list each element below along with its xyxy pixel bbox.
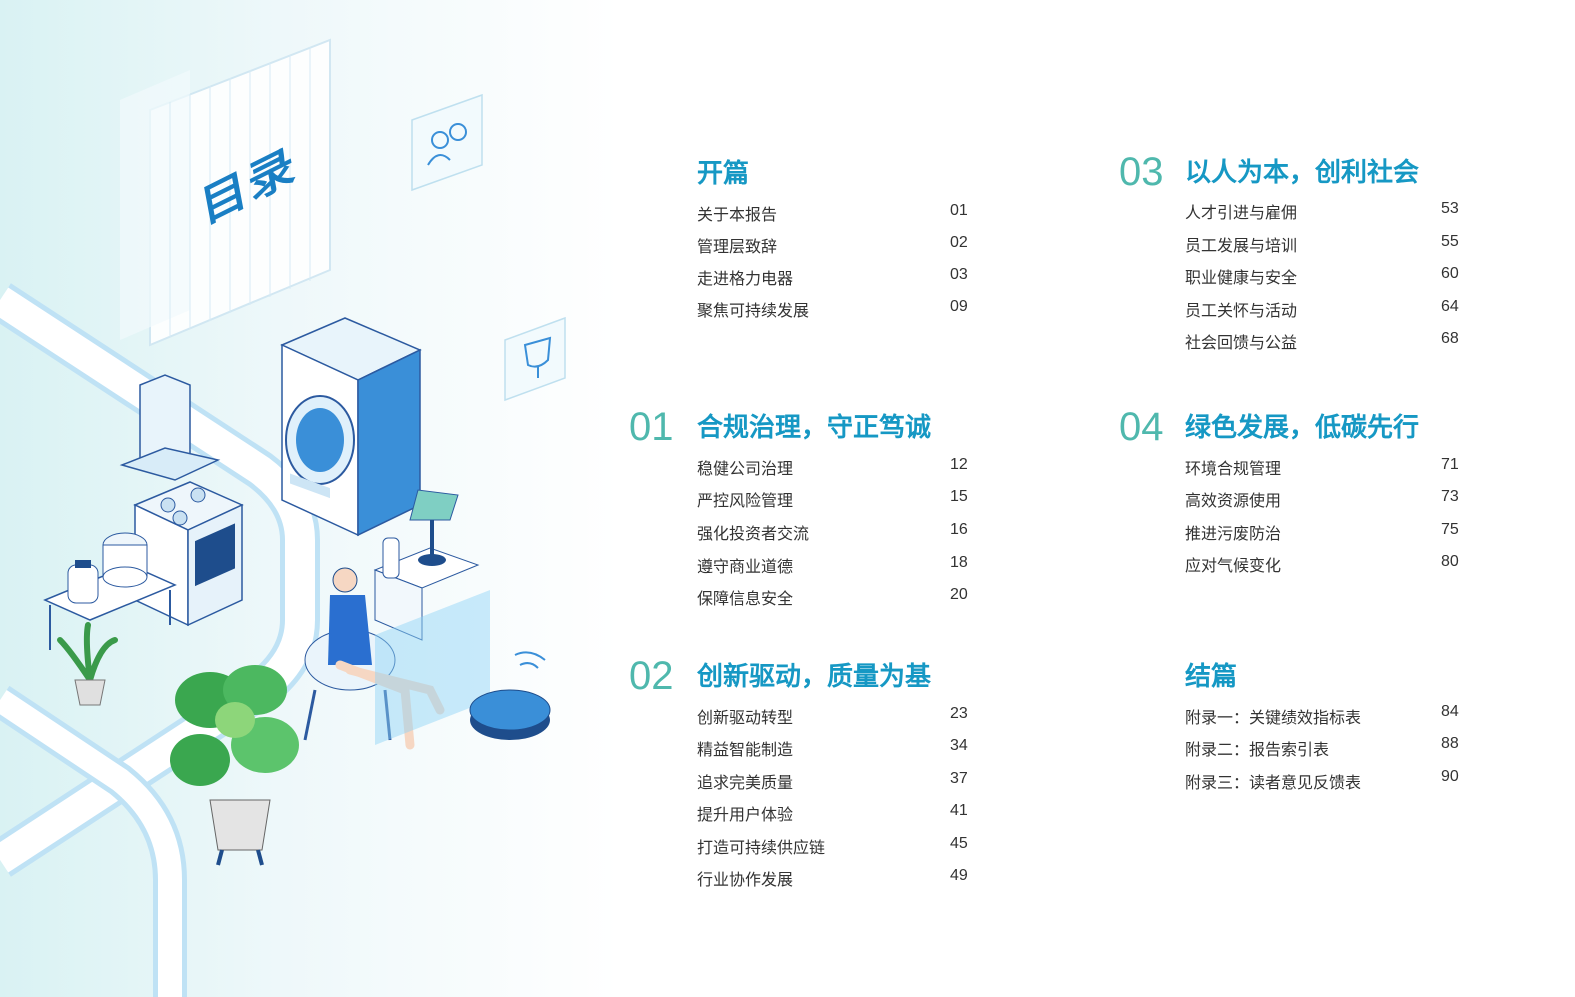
woman-with-phone-icon <box>303 567 445 750</box>
section-title: 合规治理，守正笃诚 <box>697 413 932 443</box>
toc-item-label[interactable]: 环境合规管理 <box>1185 459 1282 478</box>
section-closing: 结篇 附录一：关键绩效指标表 84 附录二：报告索引表 88 附录三：读者意见反… <box>1119 660 1479 800</box>
toc-item-label[interactable]: 附录二：报告索引表 <box>1185 740 1330 759</box>
toc-item-page[interactable]: 73 <box>1441 488 1459 505</box>
robot-vacuum-icon <box>469 651 551 740</box>
toc-item-page[interactable]: 15 <box>950 488 968 505</box>
section-title: 绿色发展，低碳先行 <box>1185 413 1420 443</box>
toc-item-page[interactable]: 45 <box>950 835 968 852</box>
toc-item-label[interactable]: 走进格力电器 <box>697 269 794 288</box>
toc-item-label[interactable]: 强化投资者交流 <box>697 524 810 543</box>
toc-item-page[interactable]: 55 <box>1441 233 1459 250</box>
toc-item-page[interactable]: 01 <box>950 202 968 219</box>
kettle-icon <box>67 560 99 604</box>
toc-item-label[interactable]: 社会回馈与公益 <box>1185 333 1298 352</box>
toc-item-label[interactable]: 提升用户体验 <box>697 805 794 824</box>
toc-item-page[interactable]: 20 <box>950 586 968 603</box>
toc-item-label[interactable]: 打造可持续供应链 <box>697 838 826 857</box>
smart-home-illustration <box>0 38 566 997</box>
section-title: 开篇 <box>697 159 750 189</box>
toc-item-label[interactable]: 行业协作发展 <box>697 870 794 889</box>
section-01: 01 合规治理，守正笃诚 稳健公司治理 12 严控风险管理 15 强化投资者交流… <box>629 407 979 612</box>
toc-item-label[interactable]: 创新驱动转型 <box>697 708 794 727</box>
section-number: 04 <box>1119 405 1164 449</box>
toc-item-label[interactable]: 应对气候变化 <box>1185 556 1282 575</box>
toc-item-label[interactable]: 附录三：读者意见反馈表 <box>1185 773 1362 792</box>
section-title: 以人为本，创利社会 <box>1185 158 1420 188</box>
section-02: 02 创新驱动，质量为基 创新驱动转型 23 精益智能制造 34 追求完美质量 … <box>629 656 979 896</box>
toc-item-page[interactable]: 88 <box>1441 735 1459 752</box>
section-number: 02 <box>629 654 674 698</box>
toc-item-page[interactable]: 49 <box>950 867 968 884</box>
section-03: 03 以人为本，创利社会 人才引进与雇佣 53 员工发展与培训 55 职业健康与… <box>1119 152 1469 357</box>
toc-item-page[interactable]: 02 <box>950 234 968 251</box>
section-number: 03 <box>1119 150 1164 194</box>
toc-item-label[interactable]: 关于本报告 <box>697 205 778 224</box>
holographic-control-panel <box>375 590 490 745</box>
section-title: 结篇 <box>1185 662 1238 692</box>
toc-item-page[interactable]: 34 <box>950 737 968 754</box>
people-icon <box>411 93 483 192</box>
toc-item-page[interactable]: 12 <box>950 456 968 473</box>
toc-item-page[interactable]: 09 <box>950 298 968 315</box>
plant-icon <box>170 665 299 866</box>
section-title: 创新驱动，质量为基 <box>697 662 932 692</box>
toc-item-page[interactable]: 68 <box>1441 330 1459 347</box>
toc-item-label[interactable]: 管理层致辞 <box>697 237 778 256</box>
toc-item-page[interactable]: 18 <box>950 554 968 571</box>
trophy-icon <box>504 316 566 402</box>
toc-item-page[interactable]: 71 <box>1441 456 1459 473</box>
toc-item-label[interactable]: 精益智能制造 <box>697 740 794 759</box>
range-hood-icon <box>119 374 221 481</box>
toc-item-page[interactable]: 37 <box>950 770 968 787</box>
rice-cooker-icon <box>102 532 148 588</box>
toc-item-label[interactable]: 遵守商业道德 <box>697 557 794 576</box>
smart-speaker-icon <box>382 537 400 579</box>
toc-item-label[interactable]: 员工关怀与活动 <box>1185 301 1298 320</box>
stove-icon <box>133 481 244 627</box>
toc-item-label[interactable]: 聚焦可持续发展 <box>697 301 810 320</box>
toc-item-page[interactable]: 03 <box>950 266 968 283</box>
toc-item-page[interactable]: 75 <box>1441 521 1459 538</box>
toc-item-page[interactable]: 60 <box>1441 265 1459 282</box>
toc-item-page[interactable]: 41 <box>950 802 968 819</box>
grid-panel <box>120 38 331 347</box>
toc-item-page[interactable]: 64 <box>1441 298 1459 315</box>
section-number: 01 <box>629 405 674 449</box>
toc-item-page[interactable]: 23 <box>950 705 968 722</box>
toc-item-page[interactable]: 80 <box>1441 553 1459 570</box>
toc-item-label[interactable]: 推进污废防治 <box>1185 524 1282 543</box>
washing-machine-icon <box>280 317 422 537</box>
toc-item-page[interactable]: 84 <box>1441 703 1459 720</box>
toc-item-label[interactable]: 保障信息安全 <box>697 589 794 608</box>
toc-item-label[interactable]: 人才引进与雇佣 <box>1185 203 1298 222</box>
toc-item-label[interactable]: 职业健康与安全 <box>1185 268 1298 287</box>
lamp-icon <box>373 489 480 641</box>
plant-icon <box>57 622 118 706</box>
toc-item-label[interactable]: 稳健公司治理 <box>697 459 794 478</box>
toc-item-page[interactable]: 16 <box>950 521 968 538</box>
toc-item-label[interactable]: 高效资源使用 <box>1185 491 1282 510</box>
toc-item-page[interactable]: 53 <box>1441 200 1459 217</box>
section-intro: 开篇 关于本报告 01 管理层致辞 02 走进格力电器 03 聚焦可持续发展 0… <box>629 157 979 327</box>
toc-item-label[interactable]: 追求完美质量 <box>697 773 794 792</box>
toc-item-label[interactable]: 严控风险管理 <box>697 491 794 510</box>
toc-item-label[interactable]: 附录一：关键绩效指标表 <box>1185 708 1362 727</box>
toc-item-page[interactable]: 90 <box>1441 768 1459 785</box>
section-04: 04 绿色发展，低碳先行 环境合规管理 71 高效资源使用 73 推进污废防治 … <box>1119 407 1469 582</box>
toc-item-label[interactable]: 员工发展与培训 <box>1185 236 1298 255</box>
